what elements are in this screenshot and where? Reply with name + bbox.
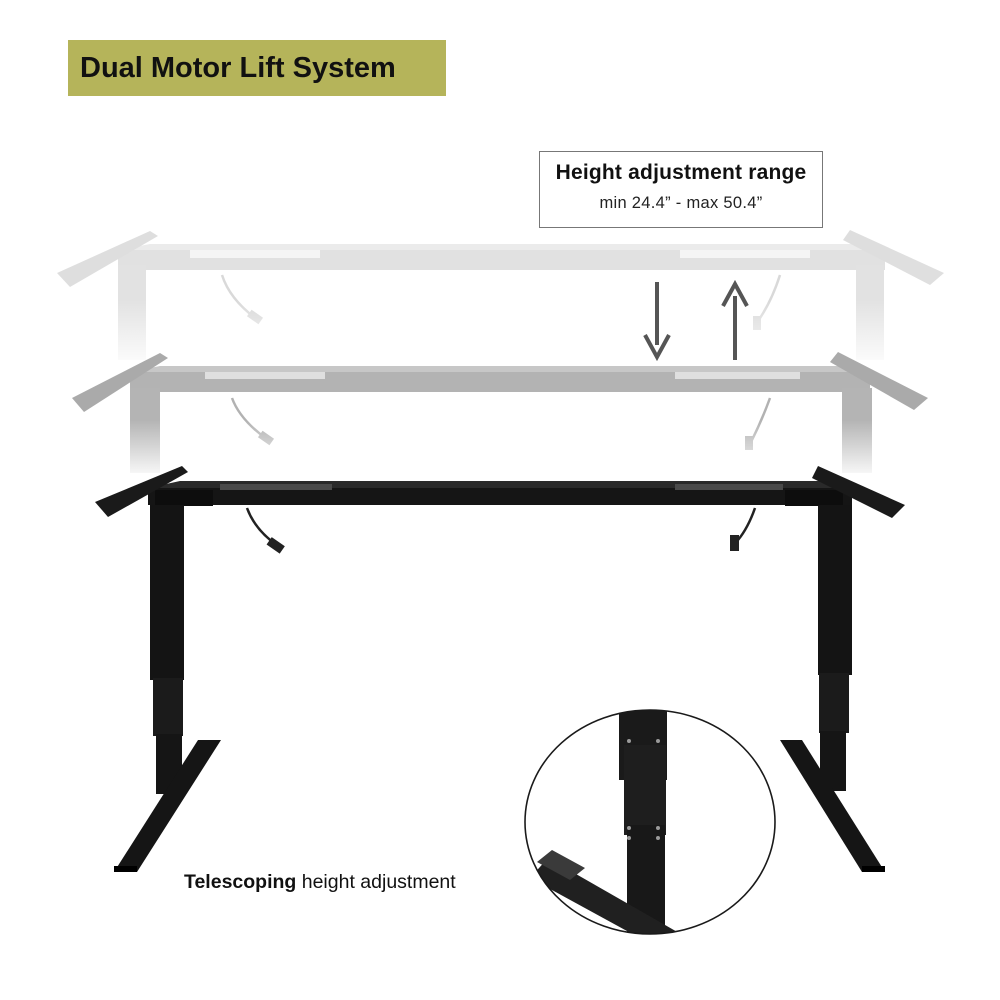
height-range-box: Height adjustment range min 24.4” - max … xyxy=(539,151,823,228)
height-range-title: Height adjustment range xyxy=(555,161,807,184)
arrow-up-icon xyxy=(721,279,749,360)
crossbar-slot xyxy=(675,484,783,490)
left-foot-edge xyxy=(114,866,137,872)
crossbar-slot xyxy=(675,372,800,379)
left-arm xyxy=(57,231,158,287)
zoom-detail xyxy=(524,709,776,935)
right-cable xyxy=(737,507,757,541)
arrow-down-icon xyxy=(643,282,671,362)
caption-rest: height adjustment xyxy=(296,871,456,893)
right-leg-middle xyxy=(819,673,849,733)
crossbar-slot xyxy=(190,250,320,258)
crossbar-top-face xyxy=(118,244,885,250)
crossbar-slot xyxy=(205,372,325,379)
fade-overlay-top-legs xyxy=(100,300,900,370)
crossbar xyxy=(148,488,852,505)
right-arm xyxy=(812,466,905,518)
zoom-circle-outline xyxy=(524,709,776,935)
crossbar-slot xyxy=(680,250,810,258)
right-foot-edge xyxy=(862,866,885,872)
left-leg-upper xyxy=(150,505,184,680)
crossbar-bracket xyxy=(155,490,213,506)
right-foot xyxy=(780,740,885,872)
crossbar-slot xyxy=(220,484,332,490)
crossbar-top-face xyxy=(130,366,870,372)
left-arm xyxy=(95,466,188,517)
right-leg-upper xyxy=(818,505,852,675)
fade-overlay-mid-legs xyxy=(100,420,900,480)
frame-max-height xyxy=(57,230,944,360)
right-arm xyxy=(843,230,944,285)
frame-min-height xyxy=(95,466,905,872)
zoom-leg-middle xyxy=(624,745,666,835)
right-arm xyxy=(830,352,928,410)
left-plug xyxy=(266,537,285,554)
zoom-foot-top xyxy=(537,850,585,880)
right-plug xyxy=(730,535,739,551)
caption-bold-word: Telescoping xyxy=(184,871,297,893)
telescoping-caption: Telescoping height adjustment xyxy=(184,871,456,894)
left-arm xyxy=(72,353,168,412)
title-banner: Dual Motor Lift System xyxy=(68,40,446,96)
zoom-foot xyxy=(530,858,700,934)
height-range-value: min 24.4” - max 50.4” xyxy=(599,194,763,212)
crossbar-bracket xyxy=(785,490,843,506)
left-leg-middle xyxy=(153,678,183,736)
left-foot xyxy=(114,740,221,872)
